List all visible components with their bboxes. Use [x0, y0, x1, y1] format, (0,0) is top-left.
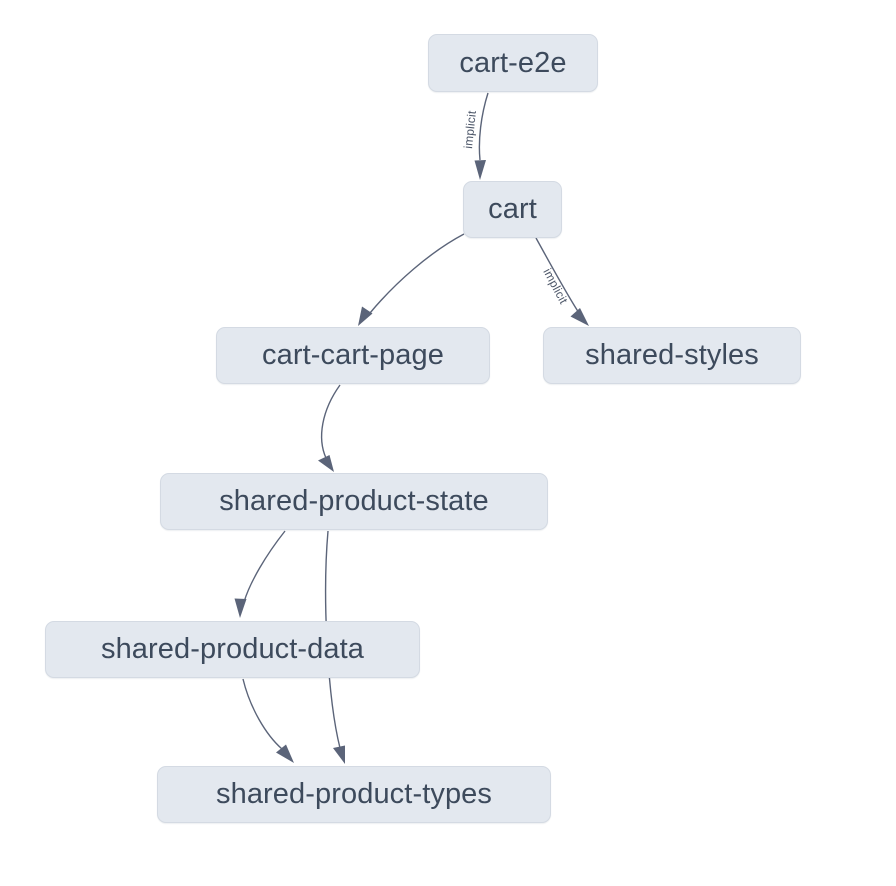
- graph-node-shared-styles[interactable]: shared-styles: [543, 327, 801, 384]
- graph-node-label: cart-cart-page: [262, 339, 444, 371]
- arrow-head: [276, 744, 294, 763]
- arrow-head: [234, 598, 247, 618]
- arrow-head: [474, 160, 486, 180]
- edge-path: [243, 530, 286, 603]
- graph-node-label: shared-product-data: [100, 633, 365, 665]
- graph-node-cart-e2e[interactable]: cart-e2e: [428, 34, 598, 92]
- edge-label-implicit-2: implicit: [540, 266, 571, 307]
- edge-cart-e2e-to-cart[interactable]: implicit: [461, 92, 489, 180]
- graph-node-label: shared-product-state: [219, 485, 489, 517]
- edge-shared-product-state-to-shared-product-data[interactable]: [234, 530, 286, 618]
- graph-node-shared-product-data[interactable]: shared-product-data: [45, 621, 420, 678]
- graph-node-label: shared-styles: [585, 339, 759, 371]
- graph-node-cart[interactable]: cart: [463, 181, 562, 238]
- edge-label-implicit-1: implicit: [461, 109, 479, 149]
- edge-cart-to-cart-cart-page[interactable]: [358, 233, 465, 326]
- graph-node-label: shared-product-types: [215, 778, 493, 810]
- edge-path: [535, 237, 580, 314]
- edge-path: [478, 92, 489, 161]
- graph-node-label: cart-e2e: [459, 46, 567, 79]
- edge-cart-to-shared-styles[interactable]: implicit: [535, 237, 589, 326]
- edge-cart-cart-page-to-shared-product-state[interactable]: [318, 384, 341, 472]
- arrow-head: [358, 306, 373, 326]
- edge-path: [369, 233, 465, 314]
- graph-node-shared-product-state[interactable]: shared-product-state: [160, 473, 548, 530]
- edge-path: [320, 384, 341, 459]
- edge-shared-product-data-to-shared-product-types[interactable]: [242, 678, 294, 763]
- edge-path: [242, 678, 283, 750]
- arrow-head: [333, 745, 345, 764]
- graph-node-cart-cart-page[interactable]: cart-cart-page: [216, 327, 490, 384]
- graph-node-shared-product-types[interactable]: shared-product-types: [157, 766, 551, 823]
- arrow-head: [318, 455, 334, 472]
- graph-node-label: cart: [488, 193, 537, 225]
- arrow-head: [570, 308, 589, 326]
